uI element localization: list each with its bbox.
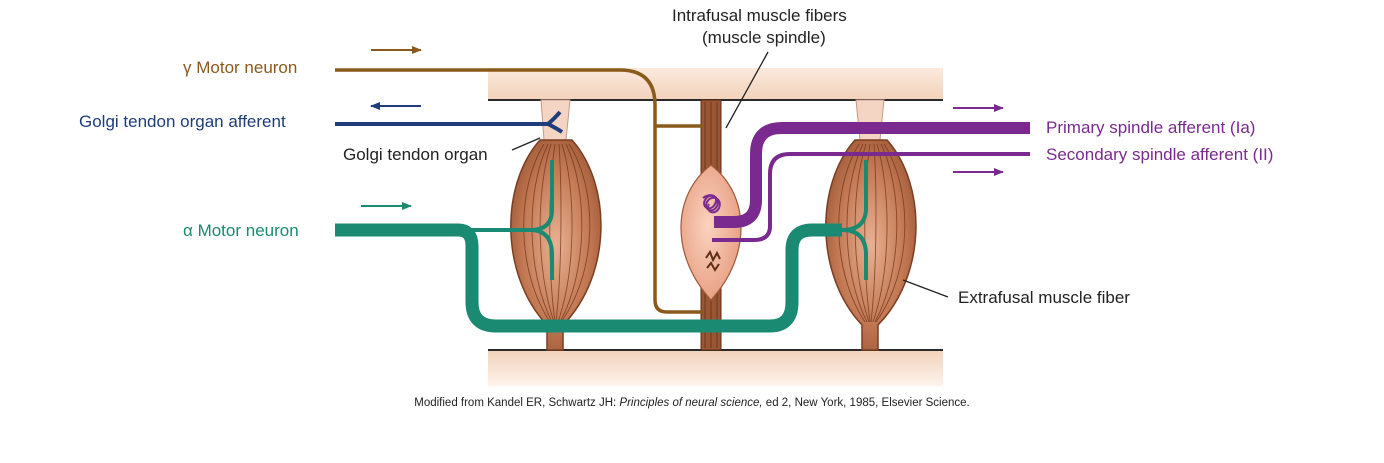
primary-afferent-label: Primary spindle afferent (Ia) — [1046, 118, 1256, 137]
gamma-motor-neuron-label: γ Motor neuron — [183, 58, 297, 78]
caption-after: ed 2, New York, 1985, Elsevier Science. — [762, 397, 970, 409]
intrafusal-spindle — [680, 99, 742, 351]
secondary-afferent-label: Secondary spindle afferent (II) — [1046, 145, 1274, 164]
golgi-organ-leader — [511, 137, 541, 151]
intrafusal-label-line2: (muscle spindle) — [702, 28, 826, 47]
caption-before: Modified from Kandel ER, Schwartz JH: — [414, 397, 620, 409]
alpha-label-text: Motor neuron — [197, 221, 299, 240]
figure-caption: Modified from Kandel ER, Schwartz JH: Pr… — [0, 397, 1384, 409]
gamma-label-text: Motor neuron — [196, 58, 298, 77]
bottom-bone — [488, 350, 943, 386]
primary-afferent-fiber — [714, 122, 1030, 228]
extrafusal-leader — [902, 279, 949, 298]
top-bone — [488, 68, 943, 100]
left-extrafusal-muscle — [510, 99, 602, 351]
intrafusal-label-line1: Intrafusal muscle fibers — [672, 6, 847, 25]
extrafusal-label: Extrafusal muscle fiber — [958, 288, 1130, 307]
intrafusal-leader — [725, 51, 769, 129]
gamma-symbol: γ — [183, 58, 192, 77]
caption-title: Principles of neural science, — [619, 397, 763, 409]
golgi-afferent-fiber — [335, 110, 564, 134]
alpha-motor-neuron-fiber — [335, 223, 842, 333]
golgi-organ-label: Golgi tendon organ — [343, 145, 488, 164]
alpha-symbol: α — [183, 221, 193, 240]
alpha-motor-neuron-label: α Motor neuron — [183, 221, 299, 241]
gamma-motor-neuron-fiber — [335, 68, 703, 314]
secondary-afferent-fiber — [712, 152, 1030, 242]
golgi-afferent-label: Golgi tendon organ afferent — [79, 112, 286, 131]
